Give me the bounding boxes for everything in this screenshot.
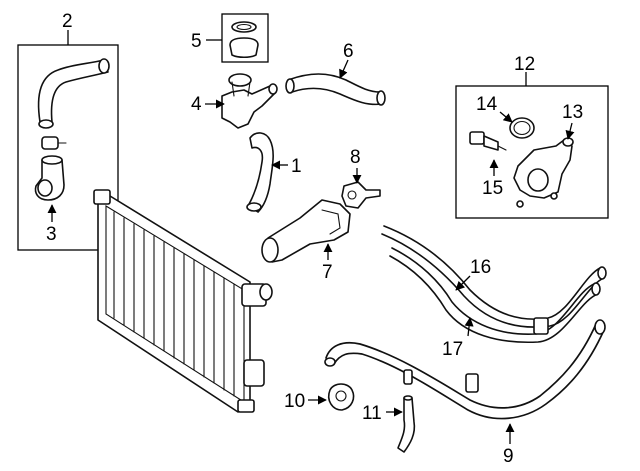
group-box-12 — [455, 72, 609, 219]
callout-8: 8 — [350, 147, 361, 168]
heater-pipe-17 — [389, 247, 601, 344]
upper-hose-6 — [285, 73, 386, 106]
callout-2: 2 — [62, 11, 73, 32]
callout-12: 12 — [514, 54, 535, 75]
callout-13: 13 — [562, 102, 583, 123]
radiator — [93, 189, 273, 413]
callout-4: 4 — [191, 94, 202, 115]
thermostat — [341, 181, 381, 209]
callout-10: 10 — [284, 391, 305, 412]
o-ring-seal — [509, 117, 535, 139]
callout-1: 1 — [291, 156, 302, 177]
callout-7: 7 — [322, 262, 333, 283]
temperature-sensor — [469, 131, 507, 151]
callout-3: 3 — [46, 224, 57, 245]
gasket — [327, 383, 355, 411]
upper-radiator-hose — [37, 58, 110, 129]
group-box-5 — [206, 13, 269, 63]
thermostat-housing — [261, 199, 351, 263]
callout-6: 6 — [343, 41, 354, 62]
callout-14: 14 — [476, 94, 498, 115]
callout-16: 16 — [470, 257, 491, 278]
coolant-outlet-housing — [513, 137, 574, 208]
hose-connector-3 — [34, 155, 65, 201]
lower-hose-1 — [246, 132, 274, 213]
callout-9: 9 — [503, 446, 514, 467]
filler-neck — [221, 73, 278, 129]
bypass-hose — [397, 395, 416, 453]
callout-11: 11 — [362, 403, 382, 424]
callout-17: 17 — [442, 339, 463, 360]
callout-15: 15 — [482, 178, 503, 199]
group-box-2 — [17, 30, 119, 251]
coolant-pipe-9 — [324, 319, 606, 420]
filler-cap — [229, 21, 259, 59]
callout-5: 5 — [191, 31, 202, 52]
hose-clamp — [41, 136, 67, 150]
heater-pipe-16 — [381, 225, 607, 328]
